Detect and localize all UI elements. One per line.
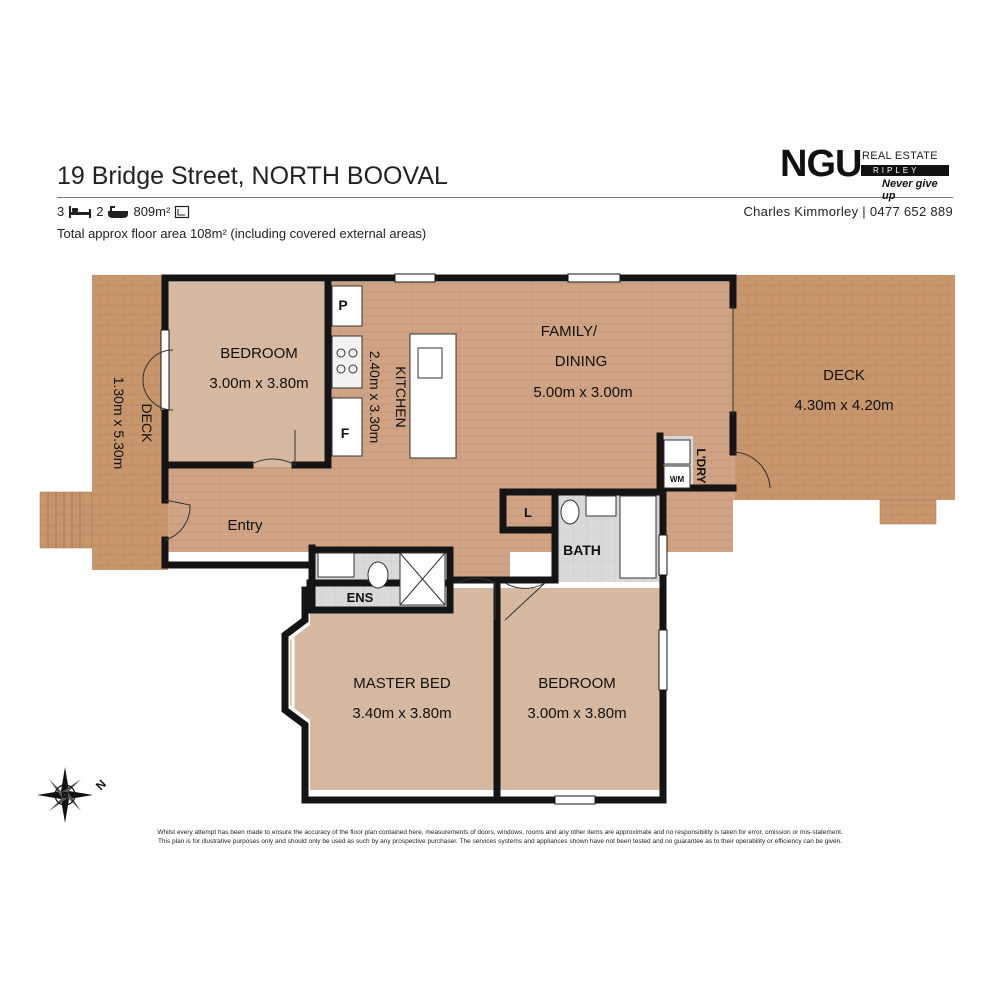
land-area-icon <box>174 205 190 219</box>
deck-east-area <box>733 275 955 525</box>
family-name-line1: FAMILY/ <box>541 323 598 340</box>
logo-slogan: Never give up <box>882 178 938 202</box>
header-divider <box>57 197 953 198</box>
fridge-label: F <box>341 425 350 441</box>
windows <box>160 273 668 805</box>
logo-bar <box>861 165 949 176</box>
bathroom-fixtures <box>317 439 691 606</box>
property-stats: 3 2 809m² <box>57 204 190 219</box>
master-bed-size: 3.40m x 3.80m <box>352 705 451 722</box>
deck-west-name: DECK <box>139 404 155 444</box>
disclaimer-line2: This plan is for illustrative purposes o… <box>157 838 843 845</box>
bath-label: BATH <box>563 542 601 558</box>
washing-machine-label: WM <box>670 475 685 484</box>
doors <box>142 305 771 621</box>
agent-contact: Charles Kimmorley | 0477 652 889 <box>743 204 953 219</box>
property-address: 19 Bridge Street, NORTH BOOVAL <box>57 162 448 190</box>
ensuite-label: ENS <box>347 590 374 605</box>
disclaimer: Whilst every attempt has been made to en… <box>120 828 880 846</box>
walls <box>161 274 737 804</box>
compass-north-label: N <box>93 777 109 793</box>
deck-east-name: DECK <box>823 367 865 384</box>
bedroom-nw-name: BEDROOM <box>220 345 298 362</box>
entry-label: Entry <box>227 517 263 534</box>
kitchen-size: 2.40m x 3.30m <box>367 351 383 444</box>
logo-line1: REAL ESTATE <box>862 150 938 162</box>
deck-west-size: 1.30m x 5.30m <box>111 377 127 470</box>
master-bed-floor <box>290 588 495 790</box>
deck-east-size: 4.30m x 4.20m <box>794 397 893 414</box>
bedroom-nw-floor <box>168 282 328 467</box>
disclaimer-line1: Whilst every attempt has been made to en… <box>157 829 843 836</box>
kitchen-name: KITCHEN <box>393 366 409 427</box>
pantry-label: P <box>338 297 347 313</box>
linen-label: L <box>524 505 532 520</box>
floor-area-note: Total approx floor area 108m² (including… <box>57 226 427 241</box>
logo-brand: NGU <box>780 143 862 185</box>
bedroom-nw-size: 3.00m x 3.80m <box>209 375 308 392</box>
family-name-line2: DINING <box>555 353 608 370</box>
kitchen-benches <box>331 285 457 459</box>
bedroom-south-name: BEDROOM <box>538 675 616 692</box>
bedroom-south-floor <box>500 588 663 790</box>
bed-icon <box>68 205 92 219</box>
land-size: 809m² <box>133 204 171 219</box>
master-bed-name: MASTER BED <box>353 675 451 692</box>
compass-icon <box>37 767 93 823</box>
laundry-label: L'DRY <box>694 448 708 483</box>
deck-west-area <box>39 275 168 570</box>
bedroom-count: 3 <box>57 204 65 219</box>
bathroom-count: 2 <box>96 204 104 219</box>
family-size: 5.00m x 3.00m <box>533 384 632 401</box>
bathtub-icon <box>107 205 129 219</box>
bedroom-south-size: 3.00m x 3.80m <box>527 705 626 722</box>
agency-logo: NGU REAL ESTATE RIPLEY Never give up <box>778 143 954 202</box>
logo-line2: RIPLEY <box>873 166 920 175</box>
